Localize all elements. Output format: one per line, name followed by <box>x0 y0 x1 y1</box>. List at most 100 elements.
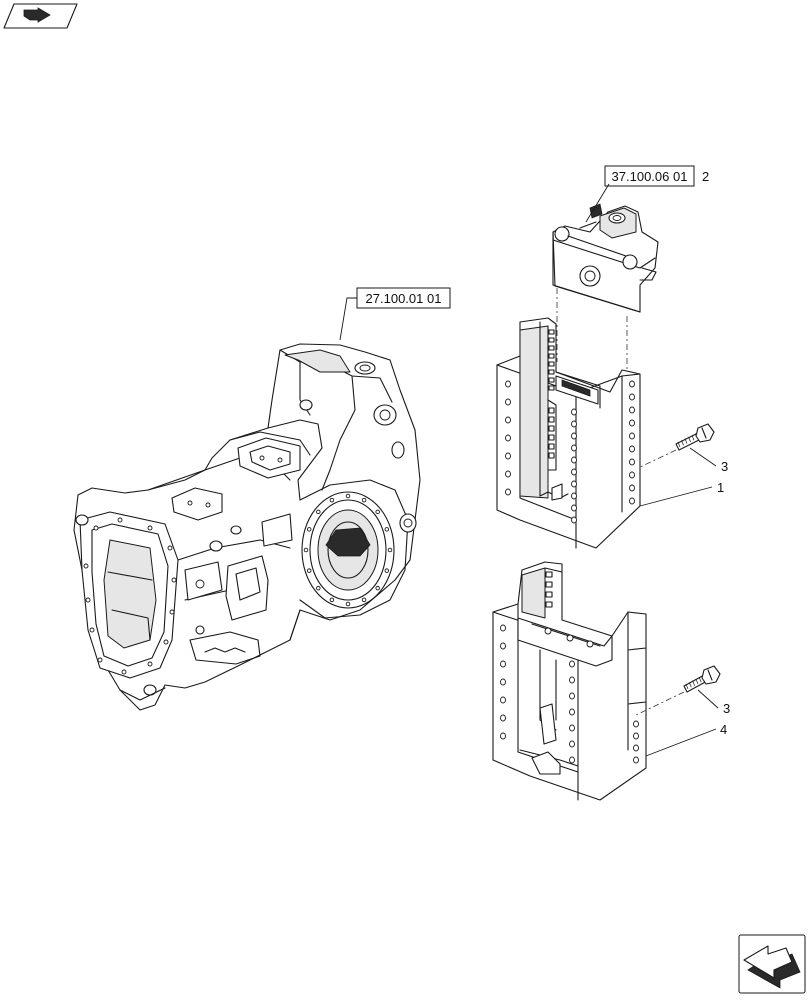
frame-hole <box>633 720 639 728</box>
rack-tooth <box>548 337 555 343</box>
frame-hole <box>505 434 511 442</box>
ring-bolt <box>375 509 380 515</box>
rack-tooth <box>548 434 555 441</box>
frame-hole <box>571 456 577 464</box>
frame-hole <box>571 504 577 512</box>
leader-item-3-lower <box>697 689 719 709</box>
leader-item-1 <box>639 486 713 507</box>
frame-hole <box>569 724 575 732</box>
frame-hole <box>569 708 575 716</box>
callout-3-lower: 3 <box>723 701 730 716</box>
frame-hole <box>571 420 577 428</box>
frame-hole <box>633 732 639 740</box>
ring-bolt <box>384 527 390 532</box>
frame-hole <box>629 484 635 492</box>
frame-hole <box>629 380 635 388</box>
rack-tooth <box>548 345 555 351</box>
frame-hole <box>500 732 506 740</box>
bolt-upper <box>675 423 715 451</box>
rack-tooth <box>548 329 555 335</box>
rack-tooth <box>548 377 555 383</box>
callout-4: 4 <box>720 722 727 737</box>
frame-hole <box>633 744 639 752</box>
rack-tooth <box>548 443 555 450</box>
reference-label-housing[interactable]: 27.100.01 01 <box>356 287 451 309</box>
ring-bolt <box>375 585 380 591</box>
bolt-upper-axis <box>637 449 677 469</box>
ring-bolt <box>329 597 335 603</box>
flange-bolt <box>89 627 95 633</box>
hitch-top-block <box>552 203 659 313</box>
hitch-frame-upper <box>496 317 641 549</box>
thread-line <box>681 440 684 446</box>
frame-hole <box>505 416 511 424</box>
frame-hole <box>500 714 506 722</box>
rack-tooth <box>545 571 553 578</box>
frame-hole <box>571 468 577 476</box>
rack-tooth <box>548 361 555 367</box>
flange-bolt <box>167 545 173 551</box>
leader-item-4 <box>645 728 717 757</box>
callout-1: 1 <box>717 480 724 495</box>
frame-hole <box>500 678 506 686</box>
ring-bolt <box>361 597 367 603</box>
frame-hole <box>629 445 635 453</box>
ring-bolt <box>361 497 367 503</box>
rack-tooth <box>545 601 553 608</box>
ring-bolt <box>316 509 321 515</box>
frame-hole <box>569 740 575 748</box>
ring-bolt <box>306 527 312 532</box>
ring-bolt <box>316 585 321 591</box>
frame-hole <box>569 692 575 700</box>
reference-label-hitch[interactable]: 37.100.06 01 <box>604 165 695 187</box>
frame-hole <box>629 471 635 479</box>
frame-hole <box>500 660 506 668</box>
frame-hole <box>629 458 635 466</box>
callout-2: 2 <box>702 169 709 184</box>
svg-text:37.100.06 01: 37.100.06 01 <box>612 169 688 184</box>
bolt-lower-axis <box>633 691 685 717</box>
callout-3-upper: 3 <box>721 459 728 474</box>
ring-bolt <box>384 568 390 573</box>
thread-line <box>677 441 681 448</box>
transmission-housing <box>73 343 421 711</box>
rack-tooth <box>548 452 555 459</box>
flange-bolt <box>171 577 177 583</box>
ring-bolt <box>345 493 351 499</box>
frame-hole <box>571 432 577 440</box>
rack-tooth <box>548 407 555 414</box>
rack-tooth <box>545 581 553 588</box>
rack-tooth <box>548 385 555 391</box>
thread-line <box>695 678 699 685</box>
frame-hole <box>500 642 506 650</box>
rack-tooth <box>548 425 555 432</box>
flange-bolt <box>121 669 127 675</box>
svg-text:27.100.01 01: 27.100.01 01 <box>366 291 442 306</box>
flange-bolt <box>147 525 153 531</box>
leader-item-2 <box>585 183 610 223</box>
ring-bolt <box>303 547 309 553</box>
frame-hole <box>569 756 575 764</box>
frame-hole <box>505 452 511 460</box>
leader-housing <box>339 297 357 341</box>
flange-bolt <box>163 639 169 645</box>
frame-hole <box>629 497 635 505</box>
rack-tooth <box>548 369 555 375</box>
thread-line <box>691 435 695 441</box>
thread-line <box>684 438 688 444</box>
flange-bolt <box>169 609 175 615</box>
book-arrow-icon[interactable] <box>3 3 78 29</box>
next-page-arrow-icon[interactable] <box>738 934 806 994</box>
hitch-frame-lower <box>492 561 647 801</box>
rack-tooth <box>548 353 555 359</box>
ring-bolt <box>306 568 312 573</box>
frame-hole <box>571 492 577 500</box>
frame-hole <box>569 676 575 684</box>
frame-hole <box>505 488 511 496</box>
flange-bolt <box>117 517 123 523</box>
ring-bolt <box>387 547 393 553</box>
rack-tooth <box>545 591 553 598</box>
ring-bolt <box>329 497 335 503</box>
thread-line <box>685 683 689 690</box>
frame-hole <box>571 408 577 416</box>
